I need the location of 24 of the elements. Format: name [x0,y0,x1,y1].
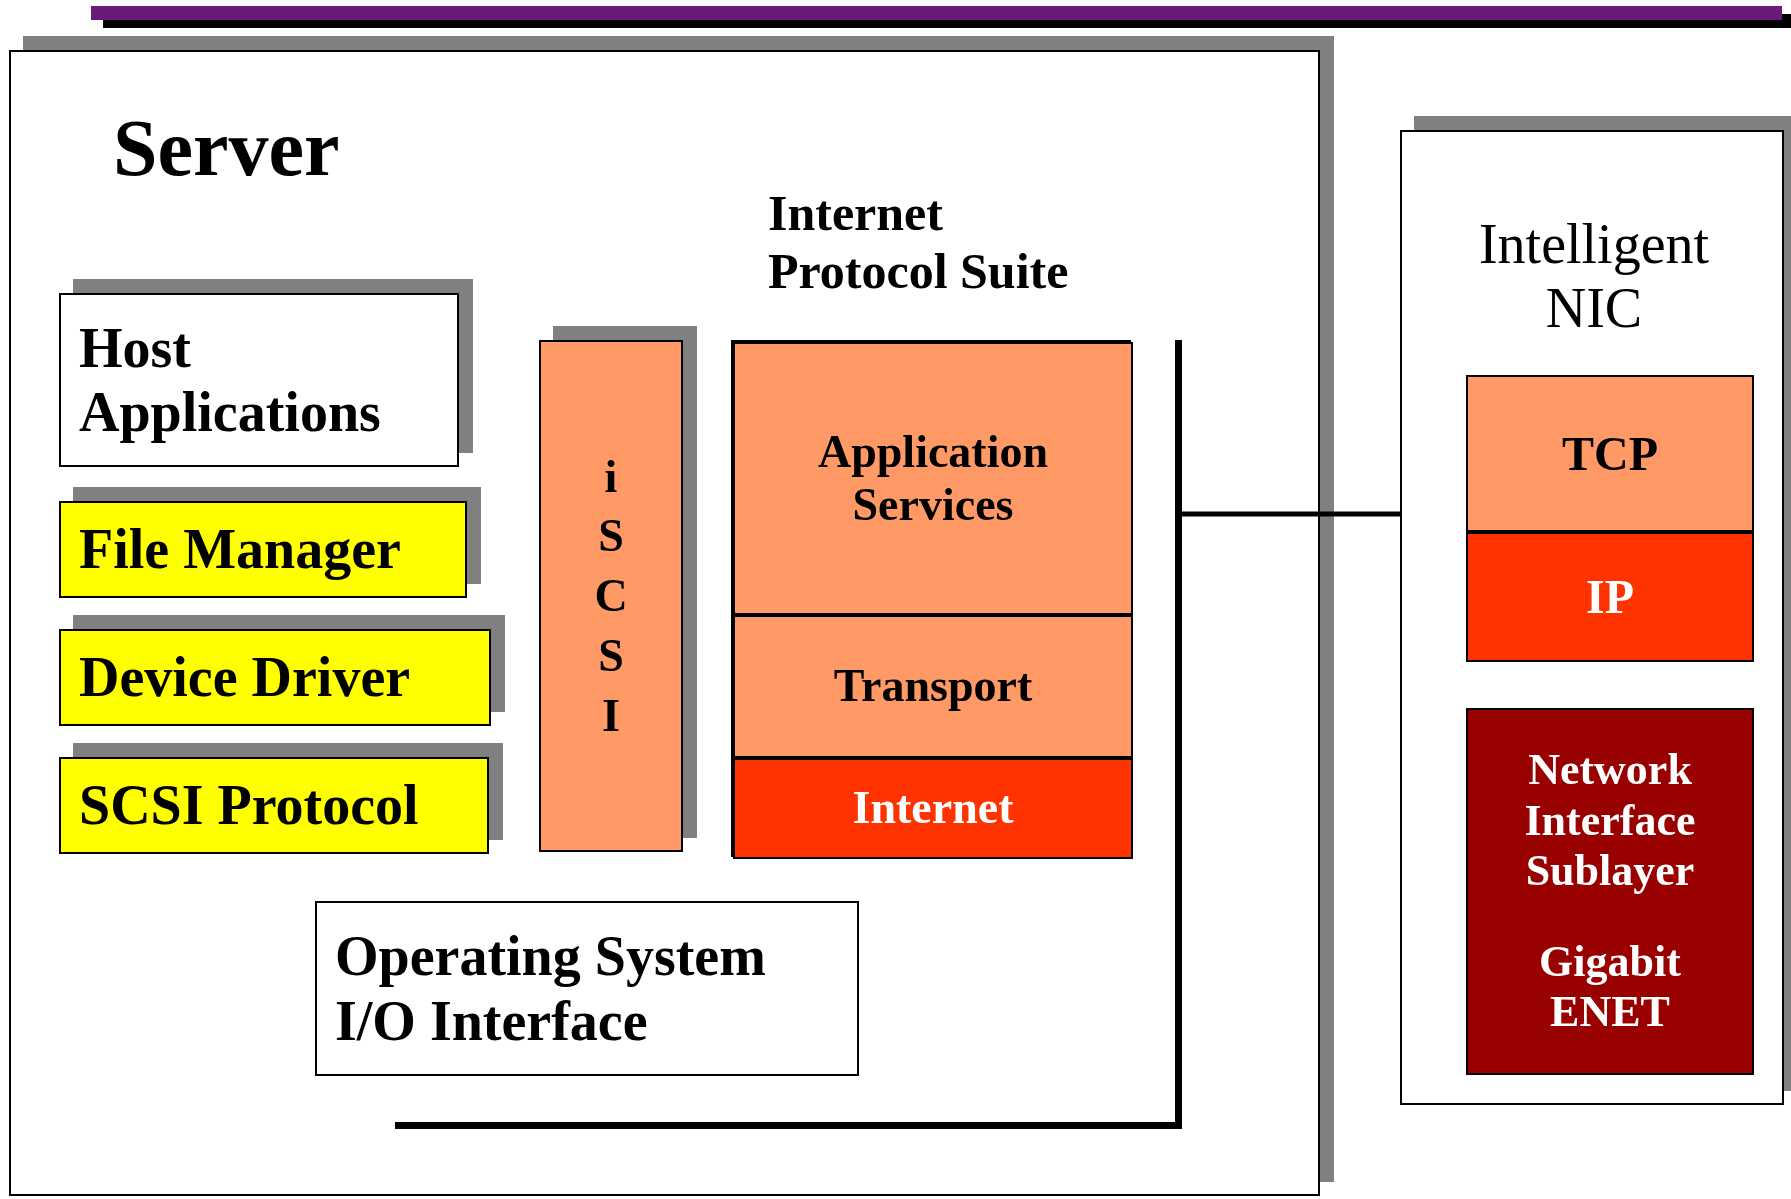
layer-label: File Manager [79,517,401,582]
layer-label: Device Driver [79,645,411,710]
protocol-layer [733,342,1133,615]
stack-heading: Internet Protocol Suite [768,185,1070,300]
interface-box [315,901,859,1076]
connector-line [1180,511,1400,517]
layer-label: IP [1586,569,1634,625]
nic-heading: Intelligent NIC [1477,212,1711,341]
protocol-layer [1466,375,1754,532]
protocol-layer [733,615,1133,758]
protocol-layer [733,758,1133,859]
layer-label: Network Interface Sublayer [1523,745,1697,897]
layer-label: Host Applications [79,315,382,445]
server-heading: Server [113,103,340,194]
vertical-label: iSCSI [593,449,629,743]
layer-label: Application Services [816,425,1049,532]
layer-label: Gigabit ENET [1538,936,1682,1038]
protocol-layer [1466,532,1754,662]
hardware-box [1466,708,1754,1075]
layer-label: Internet [852,782,1014,835]
layer-label: Operating System I/O Interface [335,924,767,1053]
layer-label: TCP [1562,425,1658,482]
layer-label: SCSI Protocol [79,773,419,838]
layer-label: Transport [833,660,1033,713]
